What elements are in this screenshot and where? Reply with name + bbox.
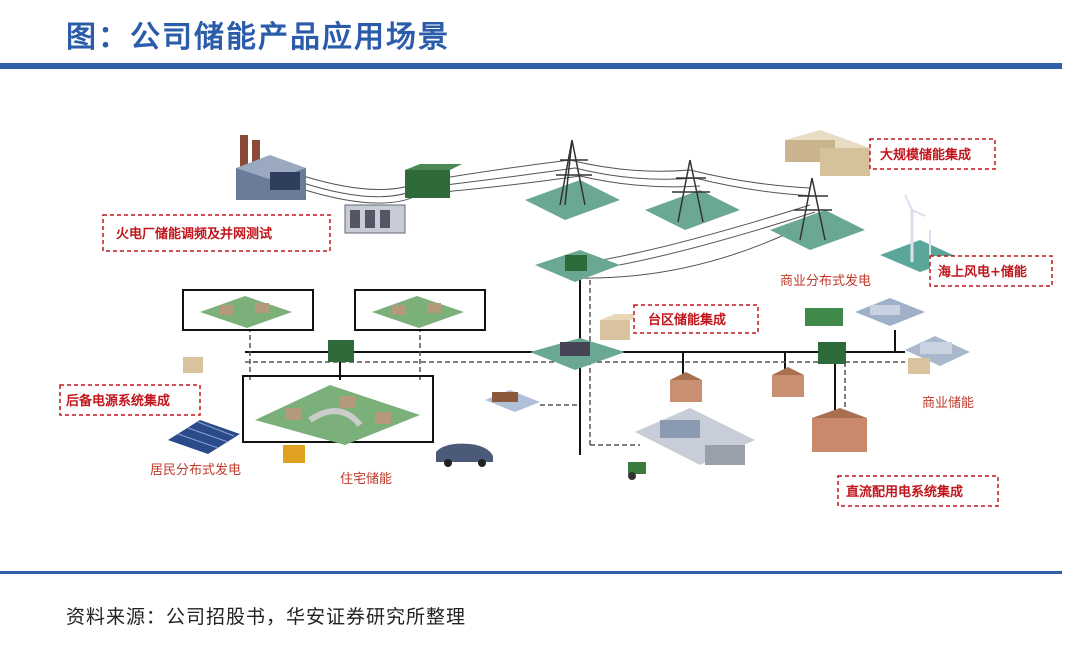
commercial-building-top	[855, 298, 925, 326]
apartment-small-1	[670, 372, 702, 402]
solar-panels	[168, 420, 240, 454]
residential-illustration	[255, 385, 420, 445]
label-thermal: 火电厂储能调频及并网测试	[116, 226, 272, 242]
thermal-plant-illustration	[236, 135, 306, 200]
community-illustration-right	[372, 296, 464, 328]
label-backup: 后备电源系统集成	[66, 393, 170, 409]
apartment-large	[812, 408, 867, 452]
battery-cabinet-icon	[344, 204, 406, 234]
label-box-dc-system: 直流配用电系统集成	[837, 475, 999, 507]
label-box-backup: 后备电源系统集成	[59, 384, 201, 416]
label-commercial-storage: 商业储能	[922, 396, 974, 411]
label-box-offshore-wind: 海上风电+储能	[929, 255, 1053, 287]
transmission-tower-1	[525, 139, 620, 220]
community-frame-left	[182, 289, 314, 331]
large-scale-storage-illustration	[785, 130, 870, 176]
district-storage-box	[600, 314, 645, 340]
commercial-container	[805, 308, 843, 326]
storage-unit-right	[818, 342, 846, 364]
office-building-small	[485, 390, 540, 412]
substation-illustration	[530, 250, 625, 370]
label-offshore-wind: 海上风电+储能	[938, 264, 1027, 280]
footer-rule	[0, 571, 1062, 574]
label-box-thermal: 火电厂储能调频及并网测试	[102, 214, 331, 252]
label-residential: 住宅储能	[340, 472, 392, 487]
figure-title: 图：公司储能产品应用场景	[66, 20, 450, 55]
label-large-scale: 大规模储能集成	[880, 147, 971, 163]
label-commercial-pv: 商业分布式发电	[780, 273, 871, 289]
storage-container-icon	[405, 164, 462, 198]
community-illustration-left	[200, 296, 292, 328]
label-box-large-scale: 大规模储能集成	[869, 138, 996, 170]
storage-unit-left	[328, 340, 354, 362]
transmission-tower-2	[645, 159, 740, 230]
tractor-icon	[628, 462, 646, 480]
backup-storage-box	[183, 357, 203, 373]
transmission-tower-3	[770, 177, 865, 250]
label-box-district: 台区储能集成	[633, 304, 759, 334]
electric-car	[436, 443, 493, 467]
factory-building	[635, 408, 755, 465]
label-resident-pv: 居民分布式发电	[150, 462, 241, 478]
label-dc-system: 直流配用电系统集成	[846, 484, 963, 500]
source-note: 资料来源：公司招股书，华安证券研究所整理	[66, 606, 467, 628]
header-rule	[0, 63, 1062, 69]
commercial-building-right	[905, 336, 970, 374]
community-frame-right	[354, 289, 486, 331]
apartment-small-2	[772, 367, 804, 397]
label-district: 台区储能集成	[648, 312, 726, 328]
home-battery	[283, 445, 305, 463]
